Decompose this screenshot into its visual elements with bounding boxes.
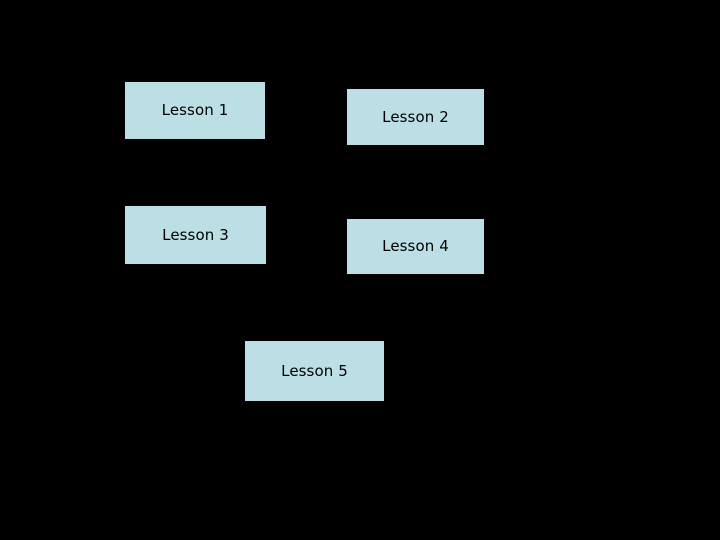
node-label-lesson-3: Lesson 3: [162, 225, 229, 244]
node-lesson-5[interactable]: Lesson 5: [245, 341, 384, 401]
node-lesson-2[interactable]: Lesson 2: [347, 89, 484, 145]
node-label-lesson-1: Lesson 1: [161, 101, 229, 119]
node-label-lesson-2: Lesson 2: [382, 107, 449, 126]
node-label-lesson-5: Lesson 5: [281, 361, 348, 380]
node-label-lesson-4: Lesson 4: [382, 237, 449, 255]
node-lesson-3[interactable]: Lesson 3: [125, 206, 266, 264]
node-lesson-1[interactable]: Lesson 1: [125, 82, 265, 139]
node-lesson-4[interactable]: Lesson 4: [347, 219, 484, 274]
